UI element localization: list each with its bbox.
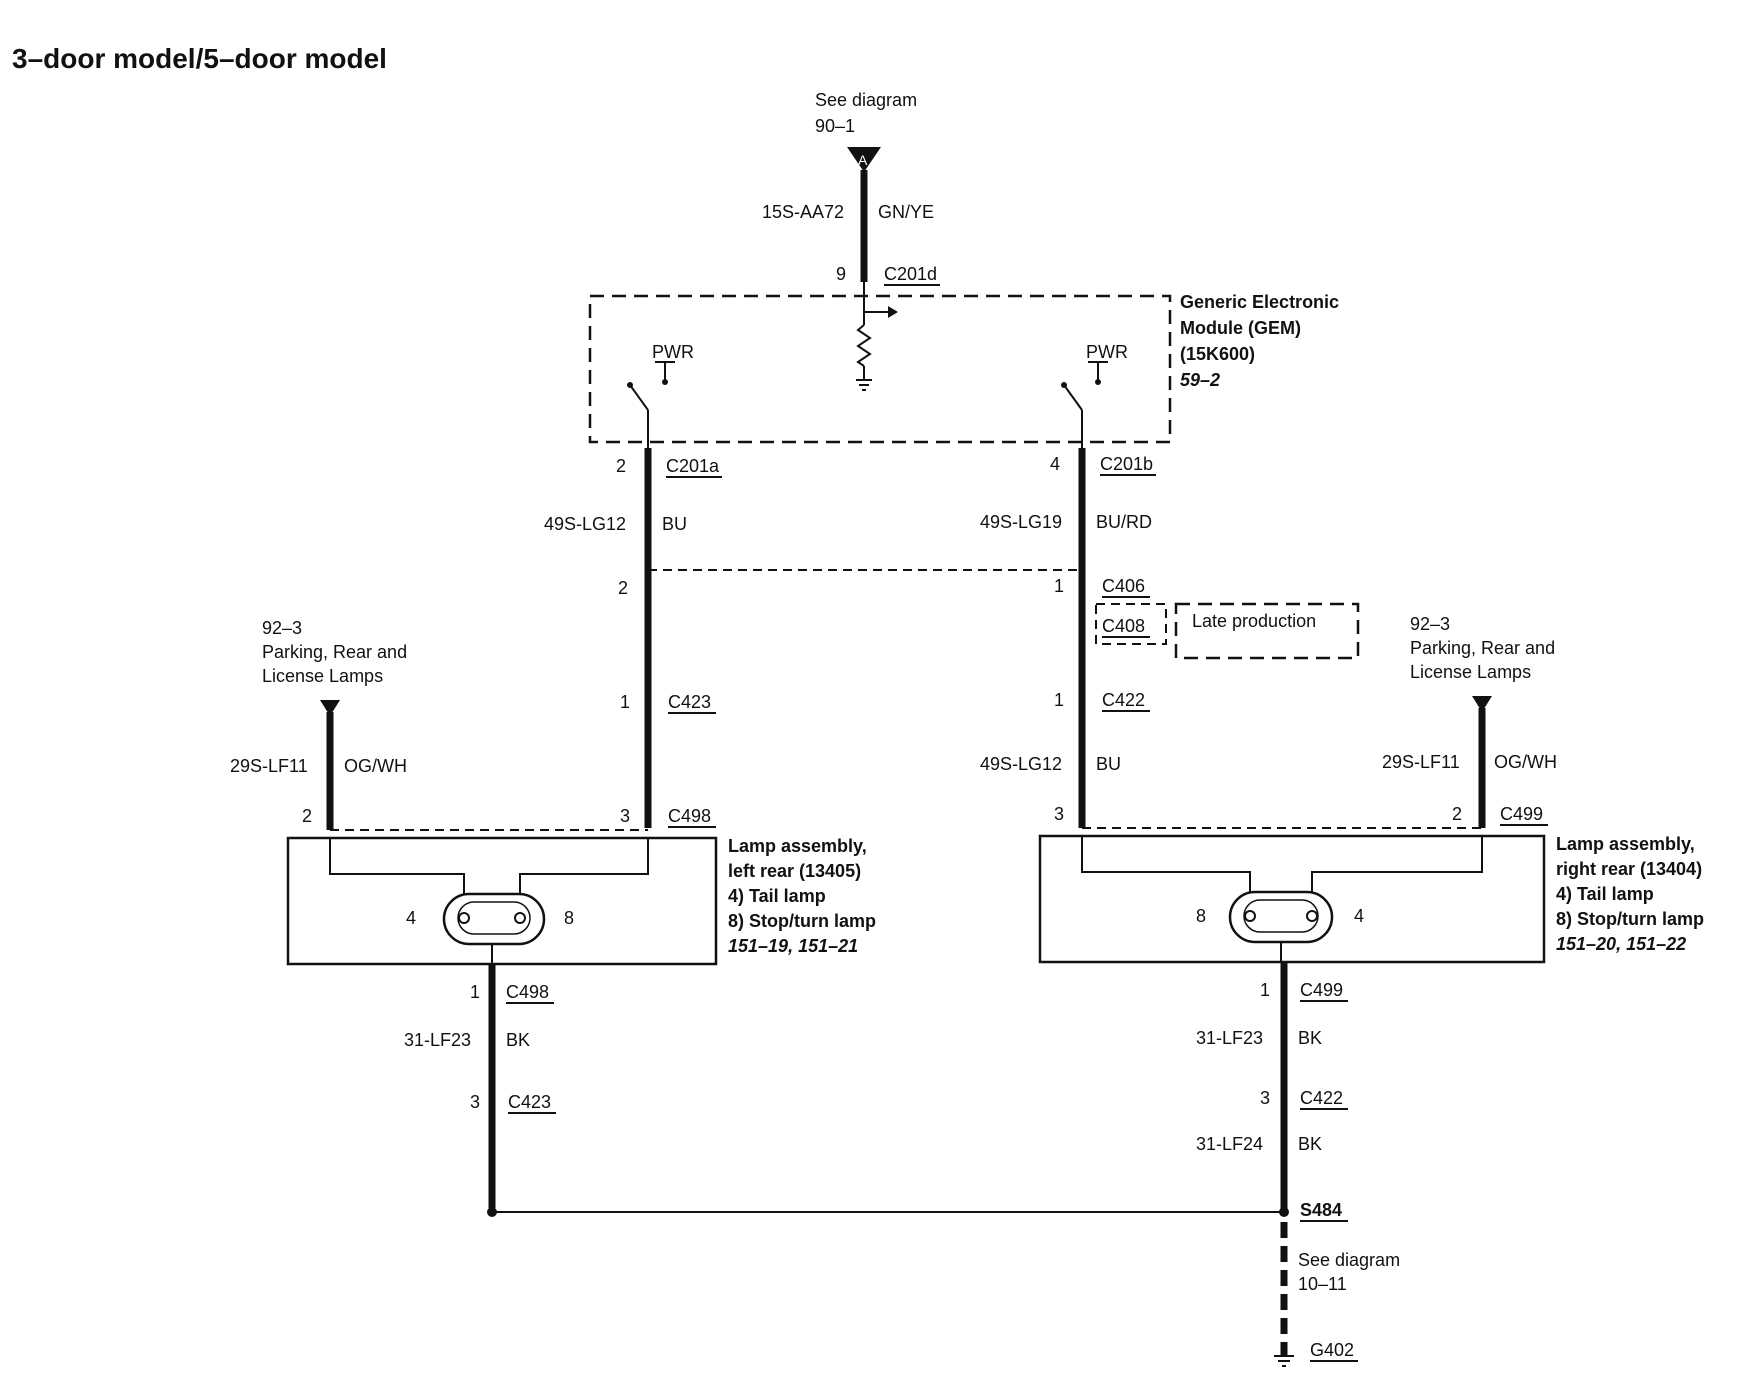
c423-bot-name: C423 <box>508 1092 551 1112</box>
right-park-ref-line3: License Lamps <box>1410 662 1531 682</box>
wire-right-mid-color: BU <box>1096 754 1121 774</box>
top-ref-arrow-icon <box>847 147 881 172</box>
right-park-arrow-icon <box>1472 696 1492 712</box>
left-lamp-box <box>286 836 718 966</box>
c498-bot-name: C498 <box>506 982 549 1002</box>
gem-module-box <box>588 294 1172 444</box>
wire-top-circuit: 15S-AA72 <box>762 202 844 222</box>
wire-left-park-color: OG/WH <box>344 756 407 776</box>
c499-top-pin-right: 2 <box>1452 804 1462 824</box>
c201b-pin: 4 <box>1050 454 1060 474</box>
left-mid-pin: 2 <box>618 578 628 598</box>
c499-top-name: C499 <box>1500 804 1543 824</box>
right-lamp-item4: 4) Tail lamp <box>1556 884 1654 904</box>
c422-bot-pin: 3 <box>1260 1088 1270 1108</box>
c422-top-pin: 1 <box>1054 690 1064 710</box>
left-lamp-item8: 8) Stop/turn lamp <box>728 911 876 931</box>
c423-top-pin: 1 <box>620 692 630 712</box>
ground-ref-line1: See diagram <box>1298 1250 1400 1270</box>
c498-top-pin-right: 3 <box>620 806 630 826</box>
c423-top-name: C423 <box>668 692 711 712</box>
right-lamp-refs: 151–20, 151–22 <box>1556 934 1686 954</box>
wire-right-ground2-circuit: 31-LF24 <box>1196 1134 1263 1154</box>
left-bulb-icon <box>442 892 546 946</box>
left-park-ref-line2: Parking, Rear and <box>262 642 407 662</box>
switch-left-icon <box>629 384 649 411</box>
c499-top-pin-left: 3 <box>1054 804 1064 824</box>
left-lamp-line2: left rear (13405) <box>728 861 861 881</box>
right-lamp-line1: Lamp assembly, <box>1556 834 1695 854</box>
right-lamp-pin-right: 4 <box>1354 906 1364 926</box>
c201a-name: C201a <box>666 456 720 476</box>
c201d-pin: 9 <box>836 264 846 284</box>
wire-left-ground-color: BK <box>506 1030 530 1050</box>
wire-top-color: GN/YE <box>878 202 934 222</box>
left-lamp-line1: Lamp assembly, <box>728 836 867 856</box>
left-lamp-item4: 4) Tail lamp <box>728 886 826 906</box>
left-lamp-pin-right: 8 <box>564 908 574 928</box>
splice-name: S484 <box>1300 1200 1342 1220</box>
c408-box <box>1095 603 1167 645</box>
wire-left-ground-circuit: 31-LF23 <box>404 1030 471 1050</box>
wire-right-ground1-circuit: 31-LF23 <box>1196 1028 1263 1048</box>
c406-pin: 1 <box>1054 576 1064 596</box>
wire-right-upper-circuit: 49S-LG19 <box>980 512 1062 532</box>
left-park-ref-line3: License Lamps <box>262 666 383 686</box>
pwr-left: PWR <box>652 342 694 362</box>
left-lamp-refs: 151–19, 151–21 <box>728 936 858 956</box>
gem-ref: 59–2 <box>1180 370 1220 390</box>
top-ref-line2: 90–1 <box>815 116 855 136</box>
wire-left-upper-color: BU <box>662 514 687 534</box>
c498-top-name: C498 <box>668 806 711 826</box>
c498-bot-pin: 1 <box>470 982 480 1002</box>
late-production-label: Late production <box>1192 611 1316 631</box>
gem-line3: (15K600) <box>1180 344 1255 364</box>
right-park-ref-line2: Parking, Rear and <box>1410 638 1555 658</box>
right-lamp-box <box>1038 834 1546 964</box>
ground-name: G402 <box>1310 1340 1354 1360</box>
ground-ref-line2: 10–11 <box>1298 1274 1347 1294</box>
c422-top-name: C422 <box>1102 690 1145 710</box>
wire-right-mid-circuit: 49S-LG12 <box>980 754 1062 774</box>
right-lamp-line2: right rear (13404) <box>1556 859 1702 879</box>
wire-right-park-color: OG/WH <box>1494 752 1557 772</box>
c422-bot-name: C422 <box>1300 1088 1343 1108</box>
wire-right-ground1-color: BK <box>1298 1028 1322 1048</box>
left-park-arrow-icon <box>320 700 340 716</box>
c201a-pin: 2 <box>616 456 626 476</box>
top-ref-tag: A <box>858 152 868 168</box>
c498-top-pin-left: 2 <box>302 806 312 826</box>
c201b-name: C201b <box>1100 454 1153 474</box>
c201d-name: C201d <box>884 264 937 284</box>
switch-right-icon <box>1063 384 1083 411</box>
c423-bot-pin: 3 <box>470 1092 480 1112</box>
wire-right-upper-color: BU/RD <box>1096 512 1152 532</box>
pwr-right: PWR <box>1086 342 1128 362</box>
wire-right-ground2-color: BK <box>1298 1134 1322 1154</box>
late-production-box <box>1174 602 1360 660</box>
splice-dot <box>1279 1207 1289 1217</box>
wire-right-park-circuit: 29S-LF11 <box>1382 752 1460 772</box>
right-lamp-item8: 8) Stop/turn lamp <box>1556 909 1704 929</box>
left-park-ref-line1: 92–3 <box>262 618 302 638</box>
gem-line1: Generic Electronic <box>1180 292 1339 312</box>
wire-left-park-circuit: 29S-LF11 <box>230 756 308 776</box>
wire-left-upper-circuit: 49S-LG12 <box>544 514 626 534</box>
c499-bot-name: C499 <box>1300 980 1343 1000</box>
top-ref-line1: See diagram <box>815 90 917 110</box>
resistor-icon <box>856 324 872 367</box>
gem-line2: Module (GEM) <box>1180 318 1301 338</box>
page-title: 3–door model/5–door model <box>12 43 387 74</box>
left-lamp-pin-left: 4 <box>406 908 416 928</box>
c499-bot-pin: 1 <box>1260 980 1270 1000</box>
c408-name: C408 <box>1102 616 1145 636</box>
right-lamp-pin-left: 8 <box>1196 906 1206 926</box>
c406-name: C406 <box>1102 576 1145 596</box>
right-park-ref-line1: 92–3 <box>1410 614 1450 634</box>
